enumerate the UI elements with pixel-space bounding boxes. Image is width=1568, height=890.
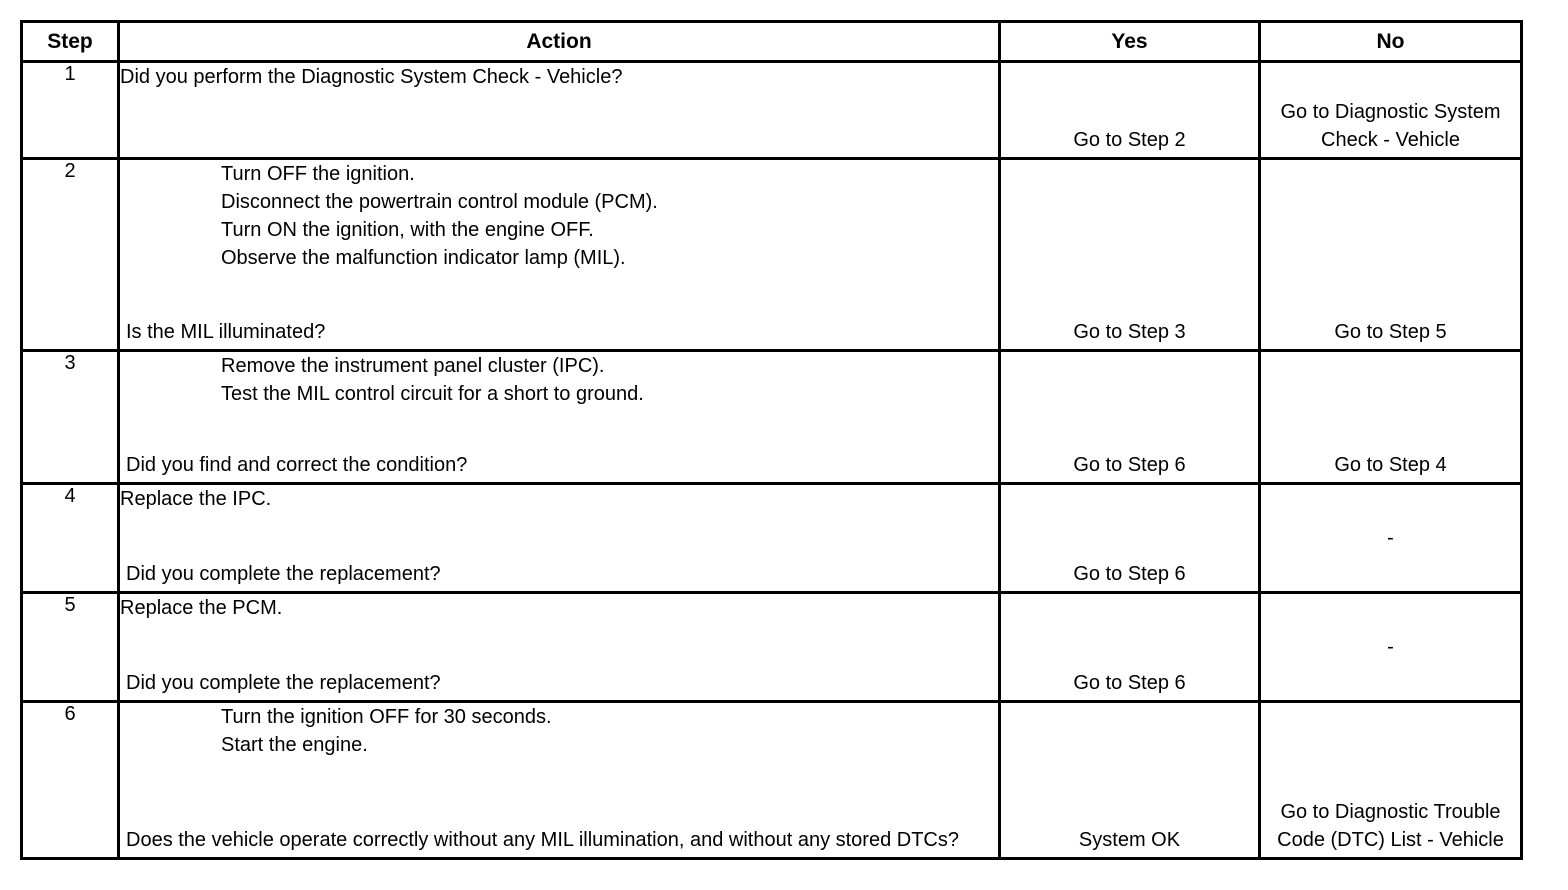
action-question: Did you complete the replacement?: [126, 563, 441, 585]
action-cell: Replace the IPC. Did you complete the rep…: [117, 482, 1001, 594]
table-header-row: Step Action Yes No: [20, 20, 1523, 63]
step-number-cell: 4: [20, 482, 120, 594]
no-answer-cell: Go to Diagnostic Trouble Code (DTC) List…: [1258, 700, 1523, 860]
action-cell: Turn OFF the ignition. Disconnect the pow…: [117, 157, 1001, 352]
yes-answer-cell: Go to Step 2: [998, 60, 1261, 160]
action-substep: Remove the instrument panel cluster (IPC…: [221, 355, 605, 377]
step-number-cell: 6: [20, 700, 120, 860]
step-number-cell: 5: [20, 591, 120, 703]
no-answer-text: -: [1387, 636, 1394, 658]
table-row: 6 Turn the ignition OFF for 30 seconds. St…: [20, 700, 1523, 860]
action-cell: Remove the instrument panel cluster (IPC…: [117, 349, 1001, 485]
column-header-step: Step: [20, 20, 120, 63]
yes-answer-text: Go to Step 3: [1073, 321, 1186, 343]
step-number-cell: 2: [20, 157, 120, 352]
action-cell: Turn the ignition OFF for 30 seconds. Sta…: [117, 700, 1001, 860]
yes-answer-text: Go to Step 2: [1073, 129, 1186, 151]
yes-answer-cell: Go to Step 3: [998, 157, 1261, 352]
action-substep: Turn the ignition OFF for 30 seconds.: [221, 706, 552, 728]
action-substep: Turn OFF the ignition.: [221, 163, 415, 185]
column-header-yes: Yes: [998, 20, 1261, 63]
step-number-cell: 1: [20, 60, 120, 160]
table-row: 2 Turn OFF the ignition. Disconnect the po…: [20, 157, 1523, 352]
column-header-no: No: [1258, 20, 1523, 63]
no-answer-cell: Go to Diagnostic System Check - Vehicle: [1258, 60, 1523, 160]
action-cell: Replace the PCM. Did you complete the rep…: [117, 591, 1001, 703]
action-substep-list: Turn the ignition OFF for 30 seconds. Sta…: [120, 703, 998, 759]
yes-answer-text: System OK: [1078, 829, 1181, 851]
no-answer-cell: Go to Step 5: [1258, 157, 1523, 352]
yes-answer-cell: Go to Step 6: [998, 591, 1261, 703]
no-answer-text: Go to Step 4: [1334, 454, 1447, 476]
action-lead-line: Replace the PCM.: [120, 597, 283, 619]
step-number-cell: 3: [20, 349, 120, 485]
action-substep-list: Remove the instrument panel cluster (IPC…: [120, 352, 998, 408]
action-question: Did you find and correct the condition?: [126, 454, 468, 476]
no-answer-text: -: [1387, 527, 1394, 549]
action-substep-list: Turn OFF the ignition. Disconnect the pow…: [120, 160, 998, 272]
yes-answer-cell: Go to Step 6: [998, 482, 1261, 594]
yes-answer-cell: Go to Step 6: [998, 349, 1261, 485]
action-cell: Did you perform the Diagnostic System Ch…: [117, 60, 1001, 160]
yes-answer-text: Go to Step 6: [1073, 672, 1186, 694]
yes-answer-cell: System OK: [998, 700, 1261, 860]
no-answer-text: Go to Step 5: [1334, 321, 1447, 343]
action-substep: Turn ON the ignition, with the engine OF…: [221, 219, 594, 241]
action-question: Did you complete the replacement?: [126, 672, 441, 694]
action-question: Does the vehicle operate correctly witho…: [126, 829, 959, 851]
yes-answer-text: Go to Step 6: [1073, 563, 1186, 585]
no-answer-text: Go to Diagnostic System Check - Vehicle: [1280, 101, 1501, 151]
action-substep: Start the engine.: [221, 734, 368, 756]
action-lead-line: Replace the IPC.: [120, 488, 272, 510]
no-answer-cell: -: [1258, 591, 1523, 703]
no-answer-cell: -: [1258, 482, 1523, 594]
action-substep: Disconnect the powertrain control module…: [221, 191, 658, 213]
action-lead-line: Did you perform the Diagnostic System Ch…: [120, 66, 623, 88]
no-answer-cell: Go to Step 4: [1258, 349, 1523, 485]
action-substep: Observe the malfunction indicator lamp (…: [221, 247, 626, 269]
action-substep: Test the MIL control circuit for a short…: [221, 383, 644, 405]
action-question: Is the MIL illuminated?: [126, 321, 326, 343]
table-row: 3 Remove the instrument panel cluster (IP…: [20, 349, 1523, 485]
yes-answer-text: Go to Step 6: [1073, 454, 1186, 476]
no-answer-text: Go to Diagnostic Trouble Code (DTC) List…: [1277, 801, 1504, 851]
column-header-action: Action: [117, 20, 1001, 63]
